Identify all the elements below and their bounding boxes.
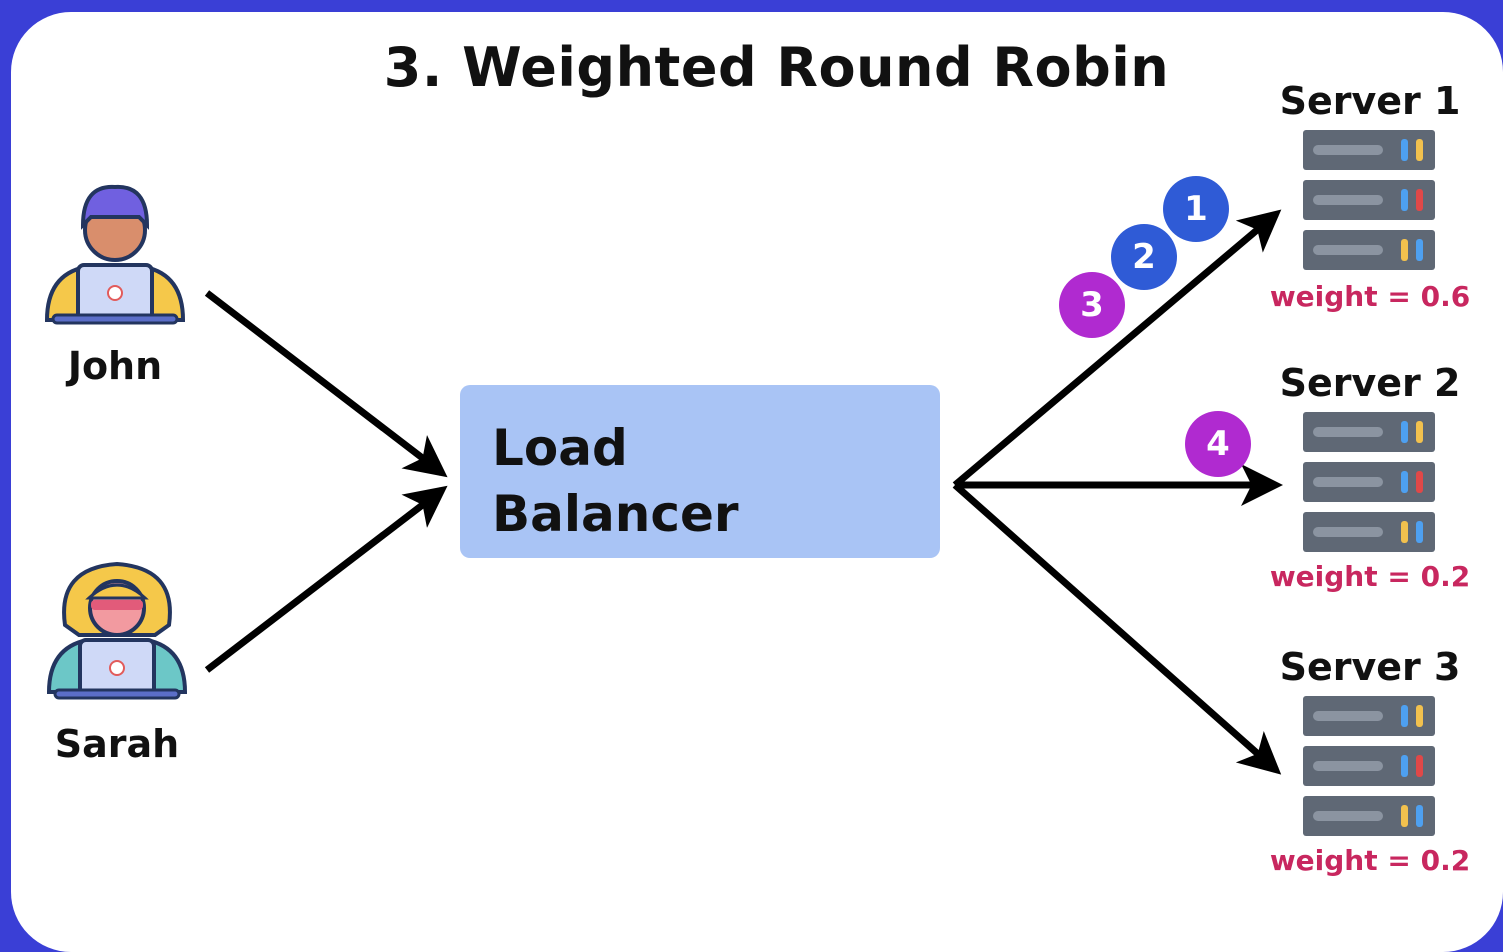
request-badge-4: 4 [1185,411,1251,477]
john-user-icon [44,184,186,325]
server-3-label: Server 3 [1279,645,1461,689]
server-2-label: Server 2 [1279,361,1461,405]
load-balancer-label-line-1: Load [492,419,628,477]
user-label-sarah: Sarah [54,722,180,766]
request-badge-2: 2 [1111,224,1177,290]
server-1-weight: weight = 0.6 [1269,280,1471,313]
server-3-rack-icon [1303,696,1435,836]
server-3-weight: weight = 0.2 [1269,844,1471,877]
server-2-rack-icon [1303,412,1435,552]
diagram-title: 3. Weighted Round Robin [383,36,1170,99]
arrow-john-to-load-balancer [204,290,448,478]
request-badge-1: 1 [1163,176,1229,242]
arrow-sarah-to-load-balancer [204,485,448,673]
sarah-user-icon [46,561,188,700]
server-1-label: Server 1 [1279,79,1461,123]
arrow-to-server-3 [952,482,1282,775]
request-badge-3: 3 [1059,272,1125,338]
arrow-to-server-1 [952,209,1282,488]
load-balancer-label: Load Balancer [492,415,752,547]
server-2-weight: weight = 0.2 [1269,560,1471,593]
server-1-rack-icon [1303,130,1435,270]
user-label-john: John [67,344,163,388]
load-balancer-label-line-2: Balancer [492,485,739,543]
load-balancer-box: Load Balancer [460,385,940,558]
